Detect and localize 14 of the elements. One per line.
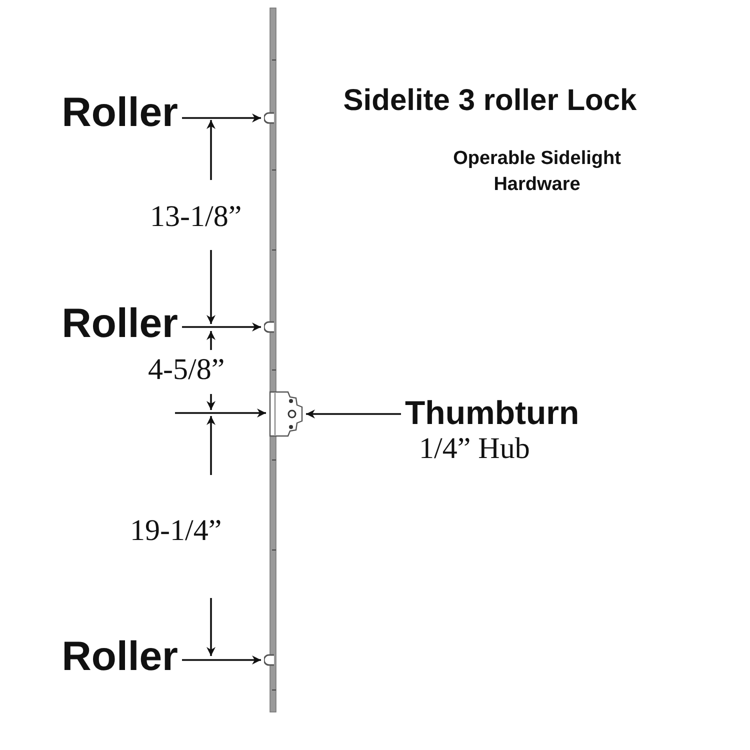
part-label: Roller [60, 636, 178, 676]
dimension-value: 4-5/8” [148, 353, 226, 387]
leader-arrow [182, 322, 261, 332]
leader-arrow [306, 410, 401, 418]
subtitle: Operable Sidelight Hardware [452, 147, 622, 197]
part-label: Thumbturn [405, 395, 580, 431]
spec-note: 1/4” Hub [419, 431, 530, 467]
dimension-value: 13-1/8” [150, 200, 243, 234]
leader-arrow [182, 114, 261, 122]
part-label: Roller [60, 303, 178, 343]
part-label: Roller [60, 92, 178, 132]
title: Sidelite 3 roller Lock [342, 84, 638, 118]
leader-arrow [182, 656, 261, 664]
dimension-value: 19-1/4” [130, 514, 223, 548]
